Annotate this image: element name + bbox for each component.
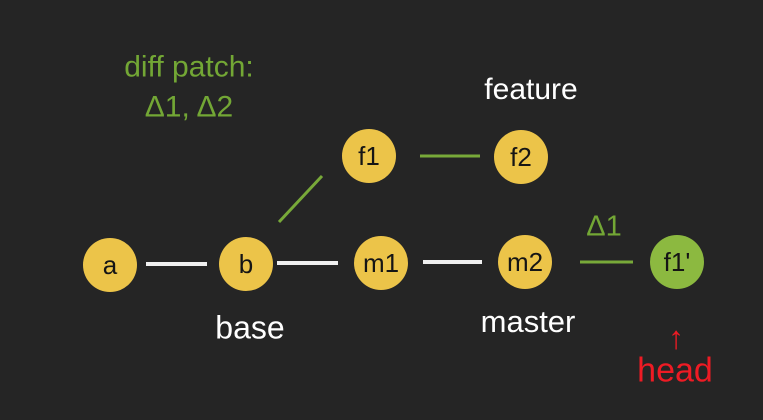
feature-branch-label: feature xyxy=(484,73,578,106)
diff-patch-line1: diff patch: xyxy=(124,50,254,84)
commit-node-f1p: f1' xyxy=(650,235,704,289)
commit-node-a: a xyxy=(83,238,137,292)
commit-node-m1: m1 xyxy=(354,236,408,290)
diff-patch-line2: Δ1, Δ2 xyxy=(144,90,234,123)
up-arrow-icon: ↑ xyxy=(668,319,684,356)
diff-patch-label: diff patch: Δ1, Δ2 xyxy=(124,47,254,126)
master-branch-label: master xyxy=(480,304,576,339)
head-label: head xyxy=(637,351,713,390)
base-label: base xyxy=(215,309,285,346)
commit-node-b: b xyxy=(219,237,273,291)
commit-node-m2: m2 xyxy=(498,235,552,289)
edge-b-f1 xyxy=(277,174,324,224)
delta1-edge-label: Δ1 xyxy=(586,210,622,243)
commit-node-f2: f2 xyxy=(494,130,548,184)
commit-node-f1: f1 xyxy=(342,129,396,183)
